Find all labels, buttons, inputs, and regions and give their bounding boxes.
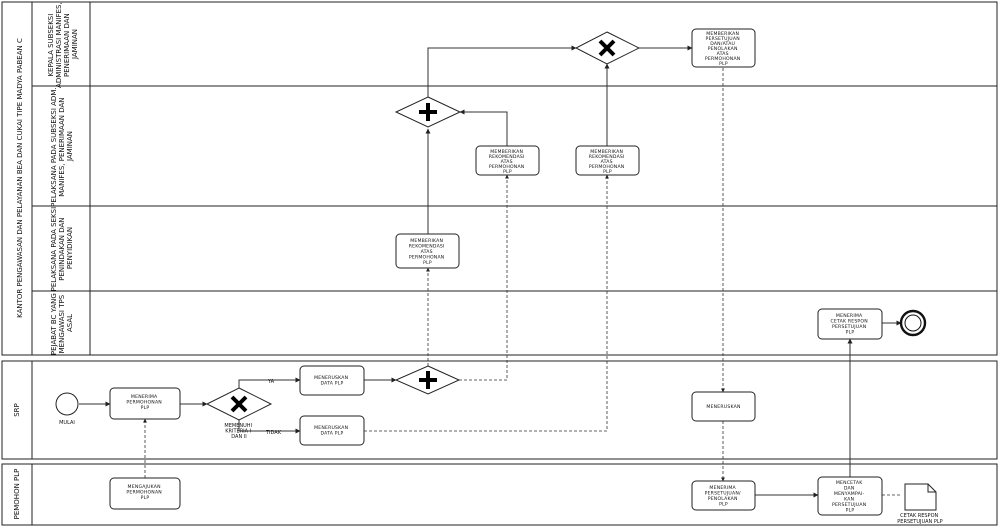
pool-pemohon: PEMOHON PLP: [1, 463, 998, 526]
task-srp-meneruskan-tidak[interactable]: MENERUSKAN DATA PLP: [299, 415, 365, 446]
end-event: [899, 309, 927, 337]
svg-text:MEMBERIKAN REKOMENDASI: MEMBERIKAN REKOMENDASI ATAS PERMOHONAN P…: [589, 149, 627, 175]
task-pejabat-menerima-cetak[interactable]: MENERIMA CETAK RESPON PERSETUJUAN PLP: [817, 308, 883, 340]
lane-penindakan-line-1: PELAKSANA PADA SEKSI: [50, 207, 58, 292]
svg-text:MENERIMA PERMOHONAN: MENERIMA PERMOHONAN PLP: [126, 394, 163, 411]
svg-text:MENERIMA PERSETUJUAN/: MENERIMA PERSETUJUAN/ PENOLAKAN PLP: [705, 485, 743, 508]
label-document: CETAK RESPON PERSETUJUAN PLP: [897, 513, 942, 525]
svg-text:MENERUSKAN DATA PLP: MENERUSKAN DATA PLP: [314, 375, 350, 387]
svg-text:KEPALA SUBSEKSI ADMINIST: KEPALA SUBSEKSI ADMINISTRASI MANIFES, PE…: [47, 0, 79, 88]
pool-kantor: KANTOR PENGAWASAN DAN PELAYANAN BEA DAN …: [1, 1, 998, 356]
svg-text:PEJABAT BC YANG MENGAWAS: PEJABAT BC YANG MENGAWASI TPS ASAL: [50, 291, 74, 355]
lane-label-kepala: KEPALA SUBSEKSI ADMINISTRASI MANIFES, PE…: [47, 0, 79, 88]
lane-kepala-line-2: ADMINISTRASI MANIFES,: [55, 2, 63, 88]
svg-text:PELAKSANA PADA SUBSEKSI ADM.: PELAKSANA PADA SUBSEKSI ADM. MANIFES, PE…: [50, 85, 74, 207]
lane-label-pelaksana-adm: PELAKSANA PADA SUBSEKSI ADM. MANIFES, PE…: [50, 85, 74, 207]
task-adm-rekomendasi-2[interactable]: MEMBERIKAN REKOMENDASI ATAS PERMOHONAN P…: [575, 145, 640, 176]
svg-text:MENERIMA CETAK RESPON: MENERIMA CETAK RESPON PERSETUJUAN PLP: [830, 313, 869, 336]
flows: [79, 45, 902, 498]
svg-text:MEMBERIKAN REKOMENDASI: MEMBERIKAN REKOMENDASI ATAS PERMOHONAN P…: [489, 149, 527, 175]
task-srp-menerima-permohonan[interactable]: MENERIMA PERMOHONAN PLP: [109, 387, 181, 420]
gateway-exclusive-srp: [205, 387, 273, 421]
label-ya: YA: [267, 379, 275, 385]
label-tidak: TIDAK: [265, 430, 282, 436]
lane-label-pejabat: PEJABAT BC YANG MENGAWASI TPS ASAL: [50, 291, 74, 355]
lane-pejabat-line-1: PEJABAT BC YANG: [50, 293, 58, 355]
task-kepala-persetujuan[interactable]: MEMBERIKAN PERSETUJUAN DAN/ATAU PENOLAKA…: [691, 28, 756, 68]
task-penindakan-rekomendasi[interactable]: MEMBERIKAN REKOMENDASI ATAS PERMOHONAN P…: [395, 233, 460, 269]
svg-text:MEMBERIKAN PERSETUJUAN: MEMBERIKAN PERSETUJUAN DAN/ATAU PENOLAKA…: [705, 31, 742, 67]
task-adm-rekomendasi-1[interactable]: MEMBERIKAN REKOMENDASI ATAS PERMOHONAN P…: [475, 145, 540, 176]
pool-label-kantor: KANTOR PENGAWASAN DAN PELAYANAN BEA DAN …: [16, 38, 24, 318]
task-pemohon-mengajukan[interactable]: MENGAJUKAN PERMOHONAN PLP: [109, 477, 181, 510]
gateway-exclusive-kepala: [574, 31, 641, 65]
gateway-parallel-adm: [394, 96, 462, 128]
lane-label-pelaksana-penindakan: PELAKSANA PADA SEKSI PENINDAKAN DAN PENY…: [50, 205, 74, 292]
task-srp-meneruskan-ya[interactable]: MENERUSKAN DATA PLP: [299, 365, 365, 396]
label-gateway-condition: MEMENUHI KRITERIA I DAN II: [224, 423, 253, 440]
task-pemohon-menerima[interactable]: MENERIMA PERSETUJUAN/ PENOLAKAN PLP: [691, 480, 756, 511]
lane-pejabat-line-2: MENGAWASI TPS: [58, 294, 66, 353]
lane-kepala-line-4: JAMINAN: [71, 29, 79, 60]
document-cetak-respon: [904, 483, 937, 511]
pool-label-pemohon: PEMOHON PLP: [13, 469, 21, 520]
start-event: [55, 392, 79, 416]
pool-label-srp: SRP: [13, 403, 21, 417]
svg-text:MENERUSKAN: MENERUSKAN: [706, 404, 740, 410]
lane-adm-line-2: MANIFES, PENERIMAAN DAN: [58, 97, 66, 196]
task-srp-meneruskan[interactable]: MENERUSKAN: [691, 391, 756, 422]
lane-pejabat-line-3: ASAL: [66, 314, 74, 332]
label-start: MULAI: [59, 420, 75, 426]
svg-text:MEMBERIKAN REKOMENDASI: MEMBERIKAN REKOMENDASI ATAS PERMOHONAN P…: [409, 238, 447, 266]
svg-text:MENERUSKAN DATA PLP: MENERUSKAN DATA PLP: [314, 425, 350, 437]
svg-text:MENGAJUKAN PERMOHONAN: MENGAJUKAN PERMOHONAN PLP: [126, 484, 163, 501]
lane-kepala-line-3: PENERIMAAN DAN: [63, 13, 71, 77]
lane-adm-line-3: JAMINAN: [66, 131, 74, 162]
pool-srp: SRP: [1, 360, 998, 460]
task-pemohon-mencetak[interactable]: MENCETAK DAN MENYAMPAI- KAN PERSETUJUAN …: [817, 476, 883, 516]
lane-kepala-line-1: KEPALA SUBSEKSI: [47, 14, 55, 77]
svg-text:MENCETAK DAN MENYA: MENCETAK DAN MENYAMPAI- KAN PERSETUJUAN …: [832, 480, 868, 514]
lane-adm-line-1: PELAKSANA PADA SUBSEKSI ADM.: [50, 87, 58, 206]
lane-penindakan-line-2: PENINDAKAN DAN: [58, 217, 66, 280]
lane-penindakan-line-3: PENYIDIKAN: [66, 227, 74, 269]
svg-text:PELAKSANA PADA SEKSI PEN: PELAKSANA PADA SEKSI PENINDAKAN DAN PENY…: [50, 205, 74, 292]
gateway-parallel-srp: [394, 365, 461, 395]
